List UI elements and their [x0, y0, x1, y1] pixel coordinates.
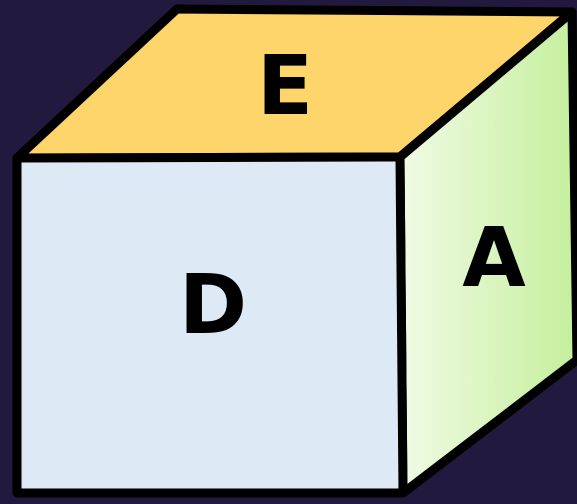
side-face-label: A — [462, 211, 526, 306]
cube-front-face — [12, 152, 408, 498]
top-face-label: E — [257, 39, 313, 134]
front-face-label: D — [179, 258, 247, 353]
